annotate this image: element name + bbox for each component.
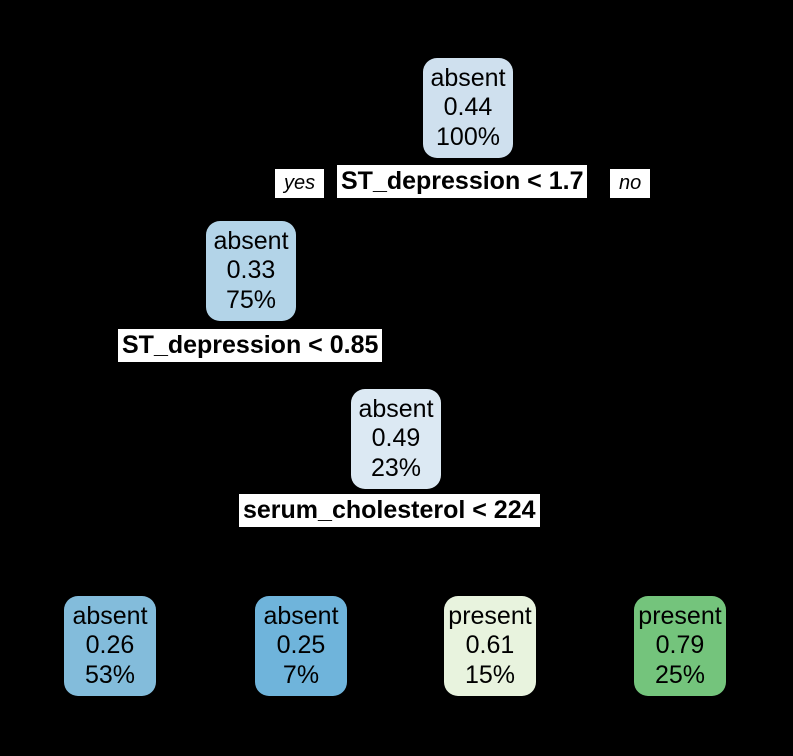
- split-label-root[interactable]: ST_depression < 1.7: [337, 165, 588, 198]
- node-class-label: absent: [358, 394, 434, 423]
- leaf-percent: 53%: [84, 660, 136, 689]
- leaf-probability: 0.26: [85, 631, 135, 660]
- node-percent: 100%: [436, 122, 500, 151]
- node-percent: 75%: [225, 285, 277, 314]
- tree-leaf-3[interactable]: present 0.61 15%: [444, 596, 536, 696]
- leaf-probability: 0.25: [276, 631, 326, 660]
- edge-node3-to-leaf4: [300, 530, 302, 595]
- leaf-percent: 25%: [654, 660, 706, 689]
- leaf-class-label: absent: [72, 601, 148, 630]
- tree-node-level1-left[interactable]: absent 0.33 75%: [206, 221, 296, 321]
- tree-node-root[interactable]: absent 0.44 100%: [423, 58, 513, 158]
- edge-node2-to-node3: [394, 325, 396, 388]
- tree-node-level2[interactable]: absent 0.49 23%: [351, 389, 441, 489]
- node-class-label: absent: [430, 63, 506, 92]
- edge-root-to-right: [600, 157, 602, 220]
- edge-root-to-node2: [249, 157, 251, 220]
- node-probability: 0.44: [443, 93, 493, 122]
- tree-leaf-4[interactable]: present 0.79 25%: [634, 596, 726, 696]
- split-label-node3[interactable]: serum_cholesterol < 224: [239, 494, 540, 527]
- leaf-probability: 0.61: [465, 631, 515, 660]
- node-percent: 23%: [370, 453, 422, 482]
- edge-node3-to-leaf3: [110, 530, 112, 595]
- tree-leaf-2[interactable]: absent 0.25 7%: [255, 596, 347, 696]
- node-probability: 0.49: [371, 424, 421, 453]
- node-class-label: absent: [213, 226, 289, 255]
- leaf-class-label: present: [638, 601, 722, 630]
- leaf-class-label: absent: [263, 601, 339, 630]
- node-probability: 0.33: [226, 256, 276, 285]
- leaf-class-label: present: [448, 601, 532, 630]
- branch-tag-no[interactable]: no: [610, 169, 651, 198]
- branch-tag-yes[interactable]: yes: [275, 169, 325, 198]
- tree-leaf-1[interactable]: absent 0.26 53%: [64, 596, 156, 696]
- leaf-probability: 0.79: [655, 631, 705, 660]
- split-label-node2[interactable]: ST_depression < 0.85: [118, 329, 383, 362]
- leaf-percent: 7%: [282, 660, 320, 689]
- leaf-percent: 15%: [464, 660, 516, 689]
